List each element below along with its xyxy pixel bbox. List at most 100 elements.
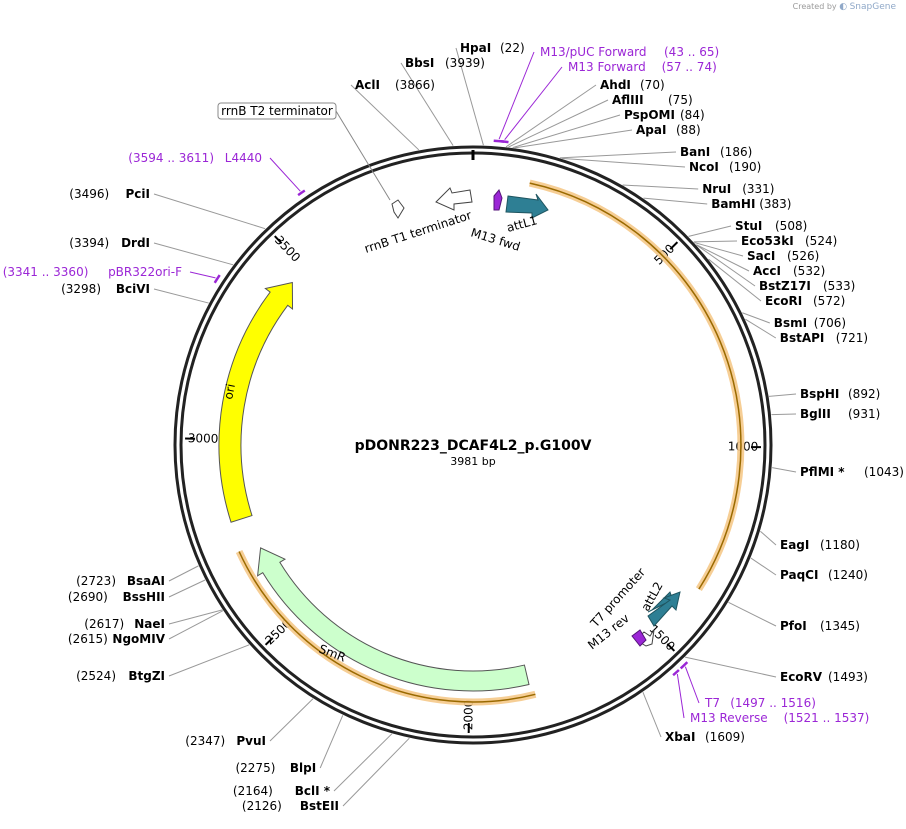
site-pvui: PvuI (236, 734, 266, 748)
site-bstz17i: BstZ17I (759, 279, 811, 293)
primer-leader-pbr322orif (189, 271, 216, 279)
leader-pcii (153, 193, 266, 230)
primer-leader-m13pucforward (498, 51, 535, 140)
primer-leader-m13reverse (676, 674, 685, 719)
primer-leader-l4440 (269, 157, 301, 192)
leader-pspomi (512, 114, 621, 149)
primer-marks: M13/pUC Forward(43 .. 65)M13 Forward(57 … (3, 45, 870, 725)
tick-label-3000: 3000 (188, 431, 219, 446)
tick-label-3500: 3500 (272, 233, 303, 265)
primer-mark-t7 (679, 661, 689, 670)
site-pos-ahdi: (70) (640, 78, 665, 92)
rrnb-t2-leader (335, 110, 391, 201)
rrnb-t2-arrow (391, 199, 405, 219)
site-ahdi: AhdI (600, 78, 631, 92)
site-ngomiv: NgoMIV (112, 632, 165, 646)
leader-paqci (750, 557, 777, 576)
site-pos-bcli: (2164) (233, 784, 273, 798)
site-bsphi: BspHI (800, 387, 839, 401)
ori-arrow (218, 281, 294, 523)
credit-text: Created by (792, 2, 837, 11)
primer-leader-m13forward (504, 66, 563, 140)
primer-range-m13forward: (57 .. 74) (662, 60, 717, 74)
primer-m13reverse: M13 Reverse (690, 711, 768, 725)
site-pos-bsshii: (2690) (68, 590, 108, 604)
snapgene-credit: Created by ◐ SnapGene (793, 2, 896, 12)
primer-range-l4440: (3594 .. 3611) (128, 151, 214, 165)
leader-acci (696, 244, 750, 272)
backbone-outer (173, 145, 773, 745)
leader-bbsi (400, 62, 454, 146)
leader-bamhi (643, 197, 708, 205)
leader-bsphi (768, 393, 797, 397)
leader-pfoi (728, 601, 777, 627)
site-ecori: EcoRI (765, 294, 802, 308)
primer-t7: T7 (704, 696, 720, 710)
site-bsaai: BsaAI (127, 574, 165, 588)
site-labels: HpaI(22)BbsI(3939)AclI(3866)AhdI(70)AflI… (61, 41, 904, 813)
site-pos-afliii: (75) (668, 93, 693, 107)
site-pflmi: PflMI * (800, 465, 845, 479)
site-pos-bglii: (931) (848, 407, 880, 421)
site-hpai: HpaI (460, 41, 491, 55)
leader-pflmi (772, 467, 797, 473)
site-pos-bsmi: (706) (814, 316, 846, 330)
site-pos-hpai: (22) (500, 41, 525, 55)
leader-btgzi (168, 644, 250, 677)
site-eco53ki: Eco53kI (741, 234, 794, 248)
site-xbai: XbaI (665, 730, 695, 744)
site-pos-bstapi: (721) (836, 331, 868, 345)
tick-3500 (274, 235, 283, 245)
site-bsmi: BsmI (774, 316, 807, 330)
site-pos-bsphi: (892) (848, 387, 880, 401)
primer-leader-t7 (684, 666, 700, 704)
site-ecorv: EcoRV (780, 670, 823, 684)
site-leader-lines (153, 47, 797, 807)
site-paqci: PaqCI (780, 568, 818, 582)
site-nrui: NruI (702, 182, 731, 196)
tick-label-2000: 2000 (461, 700, 475, 731)
m13-rev-arrow (631, 629, 647, 647)
leader-eagi (760, 530, 777, 546)
primer-mark-pbr322orif (213, 274, 221, 284)
leader-ecori (708, 258, 762, 302)
leader-eco53ki (693, 240, 738, 243)
site-pos-drdi: (3394) (69, 236, 109, 250)
site-pos-bani: (186) (720, 145, 752, 159)
leader-pvui (269, 698, 314, 742)
leader-afliii (508, 99, 609, 148)
snapgene-logo-icon: ◐ (839, 2, 848, 12)
site-pos-bbsi: (3939) (445, 56, 485, 70)
primer-range-t7: (1497 .. 1516) (730, 696, 816, 710)
site-pos-acli: (3866) (395, 78, 435, 92)
site-bcli: BclI * (295, 784, 331, 798)
rrnb-t1-label: rrnB T1 terminator (363, 208, 474, 256)
site-pfoi: PfoI (780, 619, 807, 633)
site-pos-pspomi: (84) (680, 108, 705, 122)
site-pos-paqci: (1240) (828, 568, 868, 582)
primer-l4440: L4440 (225, 151, 262, 165)
ori-label: ori (221, 383, 238, 401)
leader-xbai (642, 692, 662, 738)
site-pos-eco53ki: (524) (805, 234, 837, 248)
site-ncoi: NcoI (689, 160, 719, 174)
smr-line (238, 551, 536, 703)
site-pos-bcivi: (3298) (61, 282, 101, 296)
site-pos-pfoi: (1345) (820, 619, 860, 633)
site-afliii: AflIII (612, 93, 644, 107)
site-pos-acci: (532) (793, 264, 825, 278)
site-bglii: BglII (800, 407, 831, 421)
site-pos-pcii: (3496) (69, 187, 109, 201)
attl2-arrow-body (647, 591, 681, 627)
leader-ecorv (684, 656, 777, 678)
attl1-label: attL1 (505, 213, 539, 235)
site-pos-pvui: (2347) (185, 734, 225, 748)
primer-range-m13pucforward: (43 .. 65) (664, 45, 719, 59)
site-bamhi: BamHI (711, 197, 755, 211)
site-pos-apai: (88) (676, 123, 701, 137)
site-pos-btgzi: (2524) (76, 669, 116, 683)
primer-mark-m13forward (500, 139, 509, 144)
leader-acli (350, 84, 420, 151)
rrnb-t2-label: rrnB T2 terminator (221, 104, 333, 118)
leader-bcli (333, 733, 393, 792)
